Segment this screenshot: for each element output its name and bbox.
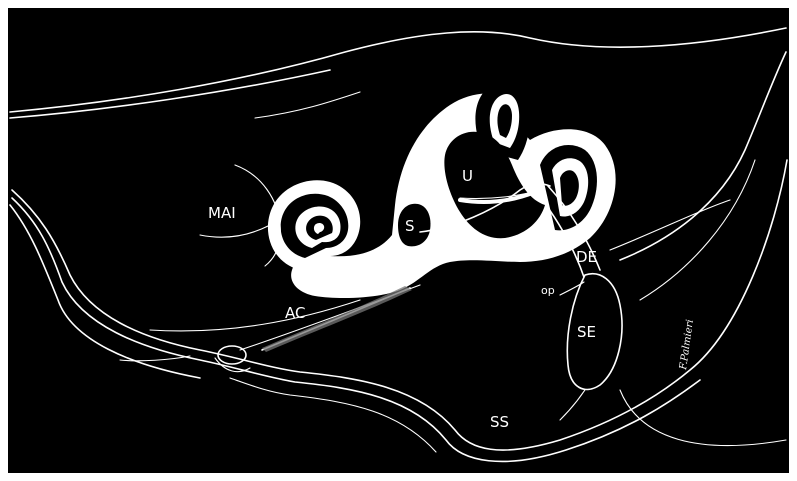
label-ac: AC (285, 304, 305, 322)
label-se: SE (577, 323, 596, 341)
label-op: op (541, 284, 555, 297)
label-u: U (462, 167, 473, 185)
label-de: DE (576, 248, 597, 266)
label-s: S (405, 217, 415, 235)
label-ss: SS (490, 413, 509, 431)
label-mai: MAI (208, 204, 236, 222)
